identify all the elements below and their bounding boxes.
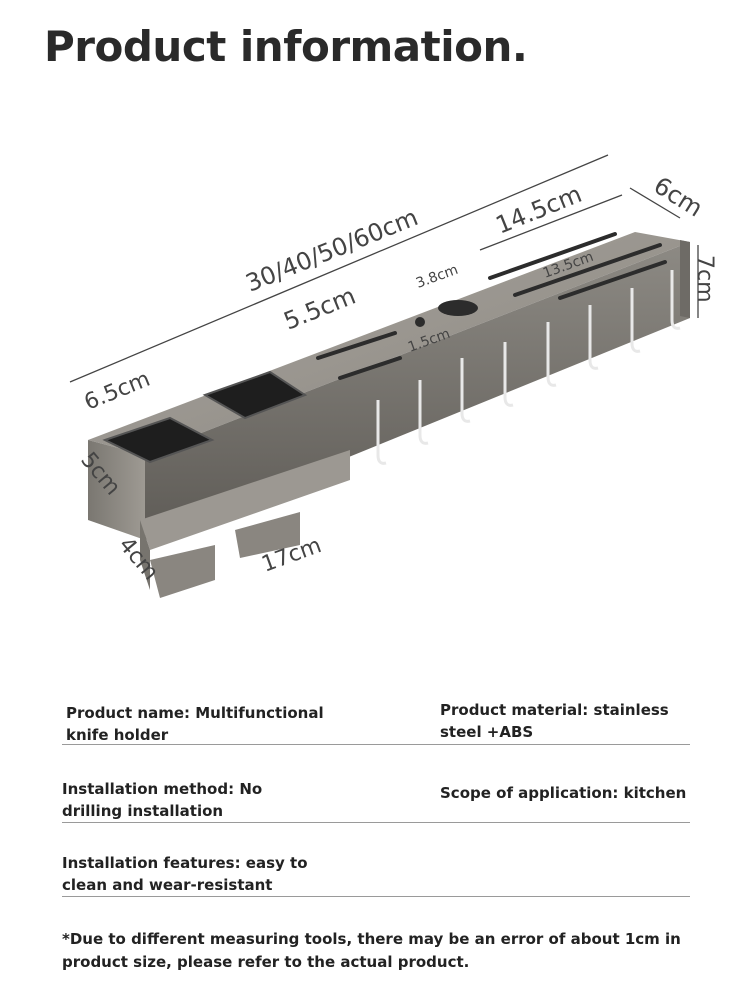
dim-slot-length: 14.5cm: [492, 180, 586, 240]
top-slots: [316, 232, 667, 380]
disclaimer-note: *Due to different measuring tools, there…: [62, 930, 681, 971]
dimension-lines: [69, 154, 699, 383]
product-diagram: 30/40/50/60cm 14.5cm 6cm 7cm 3.8cm 13.5c…: [69, 154, 717, 598]
dim-small-slot: 5.5cm: [280, 282, 360, 336]
knife-holder-body: [88, 232, 690, 598]
knife-cup-1: [102, 416, 215, 464]
dim-height: 7cm: [692, 255, 717, 303]
divider-3: [62, 896, 690, 897]
divider-2: [62, 822, 690, 823]
hooks: [376, 270, 681, 465]
page-title: Product information.: [44, 22, 528, 71]
spec-installation-features: Installation features: easy to clean and…: [62, 854, 308, 894]
spec-installation-method: Installation method: No drilling install…: [62, 780, 263, 820]
dim-depth: 6cm: [649, 171, 708, 222]
dim-hole: 3.8cm: [414, 262, 460, 292]
dim-length: 30/40/50/60cm: [242, 203, 422, 298]
round-hole: [438, 300, 478, 316]
knife-cup-2: [202, 370, 308, 420]
small-hole: [415, 317, 425, 327]
divider-1: [62, 744, 690, 745]
spec-product-name: Product name: Multifunctional knife hold…: [66, 704, 324, 744]
spec-scope: Scope of application: kitchen: [440, 784, 687, 802]
dim-cup-width: 6.5cm: [81, 367, 154, 416]
spec-product-material: Product material: stainless steel +ABS: [440, 701, 669, 741]
